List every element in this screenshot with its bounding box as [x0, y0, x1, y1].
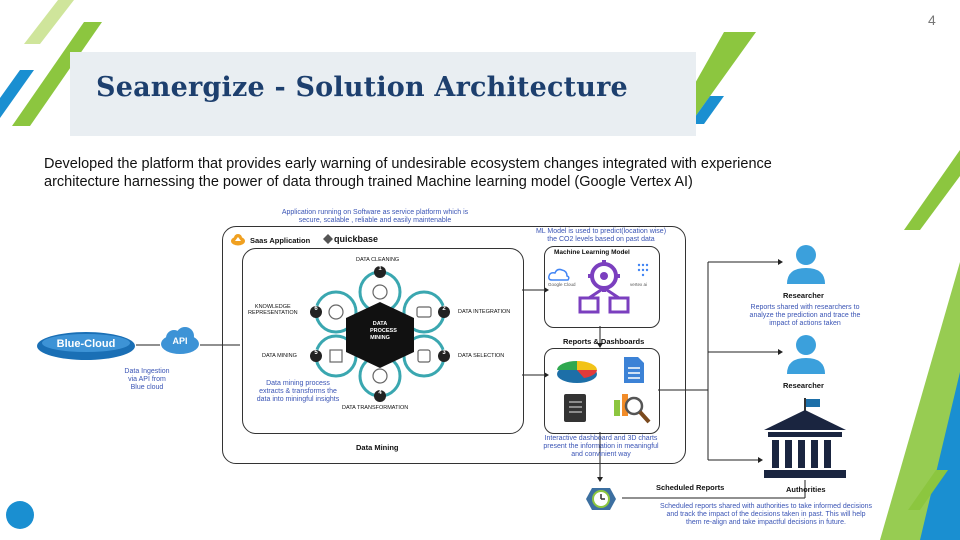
saas-container — [222, 226, 686, 464]
researcher-note-line: impact of actions taken — [769, 320, 841, 327]
scheduled-note: Scheduled reports shared with authoritie… — [636, 503, 896, 527]
process-center-label: DATA PROCESS MINING — [370, 321, 397, 342]
ml-gear-icon — [578, 260, 630, 314]
title-band — [70, 52, 696, 136]
ingestion-line: Blue cloud — [130, 384, 164, 391]
api-label: API — [172, 336, 188, 346]
researcher-note-line: Reports shared with researchers to — [750, 304, 860, 311]
saas-note-line: Application running on Software as servi… — [281, 209, 469, 216]
step-data-mining: DATA MINING — [262, 353, 297, 359]
notebook-icon — [564, 394, 586, 422]
scheduled-reports-label: Scheduled Reports — [656, 483, 725, 492]
mining-note-line: Data mining process — [266, 380, 330, 387]
blue-cloud-logo — [37, 332, 135, 360]
step-data-selection: DATA SELECTION — [458, 353, 505, 359]
scheduled-note-line: Scheduled reports shared with authoritie… — [659, 503, 873, 510]
step-number: 1 — [378, 266, 382, 272]
step-line: REPRESENTATION — [248, 310, 298, 316]
scheduled-clock-icon — [586, 488, 616, 510]
ingestion-line: via API from — [128, 376, 166, 383]
center-line: DATA — [372, 321, 388, 327]
ingestion-note: Data Ingestion via API from Blue cloud — [112, 368, 182, 392]
saas-note: Application running on Software as servi… — [240, 209, 510, 225]
scheduled-note-line: and track the impact of the decisions ta… — [666, 511, 866, 518]
dashboard-note-line: and convinient way — [571, 451, 631, 458]
dashboard-note: Interactive dashboard and 3D charts pres… — [528, 435, 674, 459]
researcher-person-icon — [787, 335, 825, 374]
researcher-label: Researcher — [783, 381, 824, 390]
center-line: MINING — [370, 335, 390, 341]
step-data-cleaning: DATA CLEANING — [356, 257, 400, 263]
mining-note: Data mining process extracts & transform… — [244, 380, 352, 404]
page-number: 4 — [928, 12, 936, 28]
data-mining-label: Data Mining — [356, 443, 399, 452]
blue-cloud-label: Blue-Cloud — [56, 338, 116, 350]
saas-label: Saas Application — [250, 236, 311, 245]
description-line: architecture harnessing the power of dat… — [44, 174, 693, 190]
google-cloud-label: Google Cloud — [548, 282, 576, 287]
scheduled-note-line: them re-align and take impactful decisio… — [686, 519, 846, 526]
reports-box — [544, 348, 660, 434]
dashboard-note-line: Interactive dashboard and 3D charts — [544, 435, 658, 442]
step-number: 4 — [378, 390, 382, 396]
step-number: 3 — [442, 350, 446, 356]
authorities-building-icon — [764, 398, 846, 478]
google-cloud-icon — [548, 268, 570, 281]
ingestion-line: Data Ingestion — [124, 368, 170, 375]
step-number: 2 — [442, 306, 446, 312]
upload-cloud-icon — [231, 234, 245, 246]
data-process-wheel — [310, 266, 450, 402]
dashboard-note-line: present the information in meaningful — [543, 443, 659, 450]
ml-note-line: the CO2 levels based on past data — [547, 236, 655, 243]
vertex-ai-label: vertex ai — [630, 282, 648, 287]
researcher-label: Researcher — [783, 291, 824, 300]
researcher-note-line: analyze the prediction and trace the — [749, 312, 861, 319]
step-number: 5 — [314, 350, 318, 356]
vertex-ai-icon — [637, 263, 649, 277]
ml-model-title: Machine Learning Model — [554, 249, 630, 256]
slide-description: Developed the platform that provides ear… — [44, 155, 924, 191]
step-data-transformation: DATA TRANSFORMATION — [342, 405, 409, 411]
reports-title: Reports & Dashboards — [563, 337, 645, 346]
ml-note: ML Model is used to predict(location wis… — [520, 228, 682, 244]
step-knowledge-representation: KNOWLEDGE REPRESENTATION — [248, 304, 298, 316]
mining-note-line: data into miningful insights — [256, 396, 340, 403]
center-line: PROCESS — [370, 328, 397, 334]
slide-title: Seanergize - Solution Architecture — [96, 72, 628, 103]
quickbase-logo — [323, 234, 333, 244]
ml-note-line: ML Model is used to predict(location wis… — [535, 228, 667, 235]
step-data-integration: DATA INTEGRATION — [458, 309, 511, 315]
pie-chart-icon — [557, 361, 597, 383]
description-line: Developed the platform that provides ear… — [44, 156, 772, 172]
step-number: 6 — [314, 306, 318, 312]
saas-note-line: secure, scalable , reliable and easily m… — [298, 217, 452, 224]
ml-model-box — [544, 246, 660, 328]
document-icon — [624, 357, 644, 383]
researcher-person-icon — [787, 245, 825, 284]
data-mining-box — [242, 248, 524, 434]
step-line: KNOWLEDGE — [254, 304, 291, 310]
authorities-label: Authorities — [786, 485, 826, 494]
quickbase-label: quickbase — [334, 234, 379, 244]
researcher-note: Reports shared with researchers to analy… — [732, 304, 878, 328]
mining-note-line: extracts & transforms the — [259, 388, 337, 395]
api-cloud-icon — [161, 327, 199, 354]
analytics-magnifier-icon — [614, 394, 651, 424]
